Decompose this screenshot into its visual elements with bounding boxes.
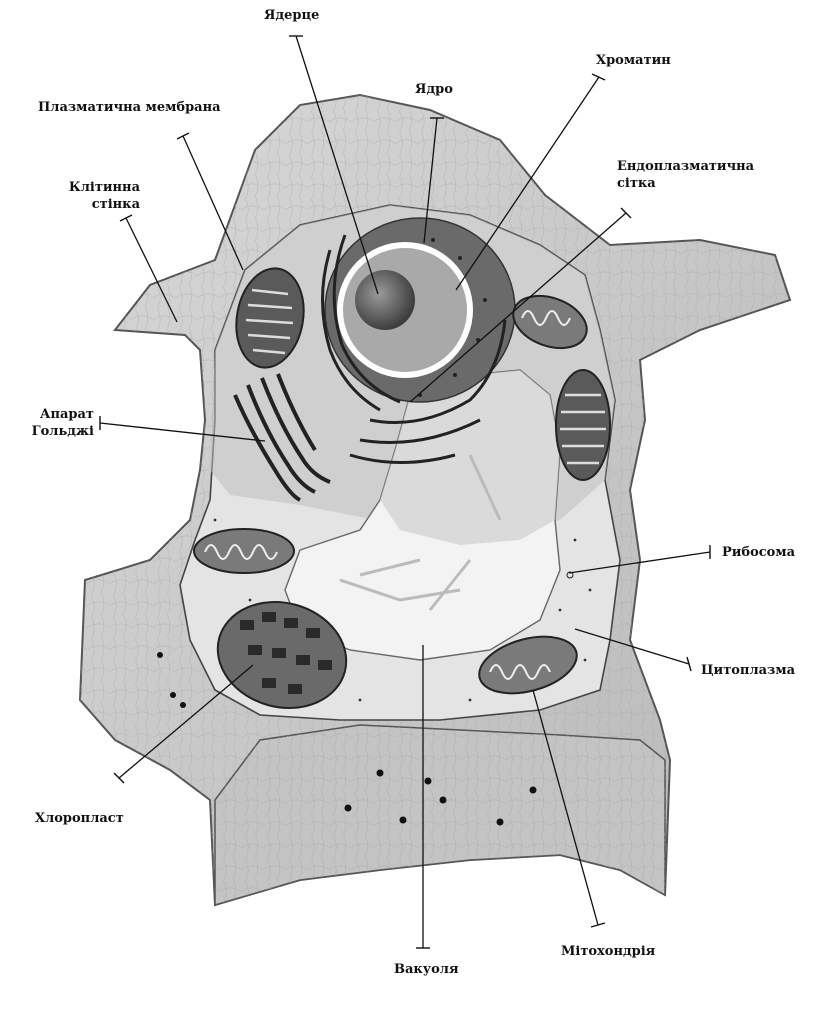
label-golgi-line2: Гольджі xyxy=(31,424,94,439)
label-ribosome: Рибосома xyxy=(722,545,796,560)
label-nucleus: Ядро xyxy=(415,82,453,97)
label-mitochondrion: Мітохондрія xyxy=(561,944,656,959)
label-cytoplasm: Цитоплазма xyxy=(701,663,796,678)
golgi-apparatus xyxy=(233,373,331,502)
label-chloroplast: Хлоропласт xyxy=(35,811,124,826)
label-nucleolus: Ядерце xyxy=(264,8,320,23)
label-cell-wall-line1: Клітинна xyxy=(68,180,140,195)
nucleolus xyxy=(355,270,415,330)
label-er-line1: Ендоплазматична xyxy=(617,159,755,174)
label-cell-wall: Клітинна стінка xyxy=(40,179,140,213)
vacuole xyxy=(284,369,561,661)
chloroplasts xyxy=(216,267,611,709)
label-plasma-membrane: Плазматична мембрана xyxy=(38,100,221,115)
label-vacuole: Вакуоля xyxy=(394,962,459,977)
label-endoplasmic-reticulum: Ендоплазматична сітка xyxy=(617,158,754,192)
label-er-line2: сітка xyxy=(617,176,656,191)
label-chromatin: Хроматин xyxy=(596,53,671,68)
leader-lines xyxy=(99,35,711,949)
nucleus xyxy=(324,217,516,403)
mitochondria xyxy=(193,294,588,695)
label-golgi-line1: Апарат xyxy=(39,407,94,422)
label-cell-wall-line2: стінка xyxy=(91,197,140,212)
endoplasmic-reticulum xyxy=(321,234,507,464)
label-golgi-apparatus: Апарат Гольджі xyxy=(0,406,94,440)
